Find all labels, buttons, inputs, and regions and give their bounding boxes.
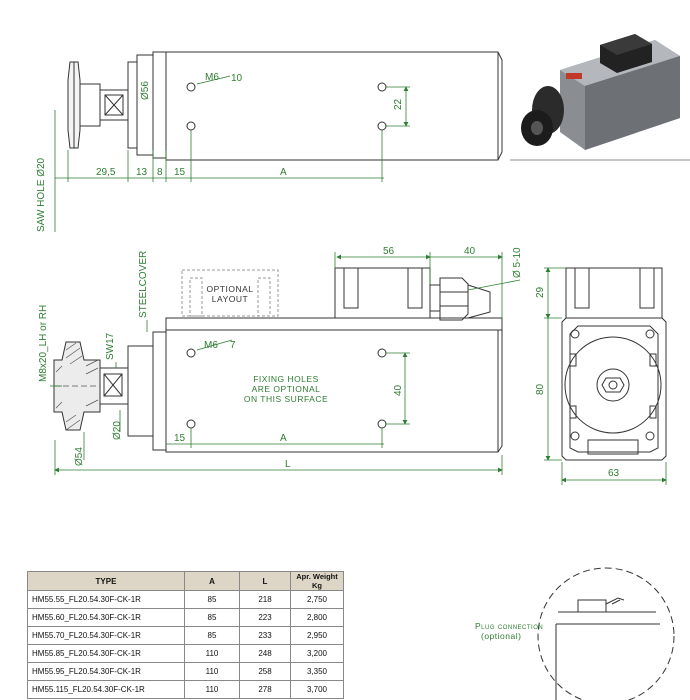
header-type: TYPE xyxy=(27,571,185,591)
cell-l: 218 xyxy=(239,590,291,609)
cell-weight: 2,950 xyxy=(290,626,344,645)
cell-l: 233 xyxy=(239,626,291,645)
sw17-label: SW17 xyxy=(105,332,116,360)
header-l: L xyxy=(239,571,291,591)
top-view-dimensions xyxy=(54,75,410,232)
dim-63-label: 63 xyxy=(608,468,620,479)
dim-15: 15 xyxy=(174,167,186,178)
thread-m6-label: M6 xyxy=(205,72,219,83)
dim-80-label: 80 xyxy=(535,383,546,395)
cell-a: 110 xyxy=(184,662,240,681)
cell-type: HM55.60_FL20.54.30F-CK-1R xyxy=(27,608,185,627)
optional-layout-label-2: LAYOUT xyxy=(212,294,248,304)
cell-weight: 3,200 xyxy=(290,644,344,663)
dim-40-label: 40 xyxy=(464,246,476,257)
dim-29-5: 29,5 xyxy=(96,167,116,178)
cell-weight: 2,800 xyxy=(290,608,344,627)
dim-29-label: 29 xyxy=(535,286,546,298)
thread-m6-side-label: M6 xyxy=(204,340,218,351)
cell-type: HM55.95_FL20.54.30F-CK-1R xyxy=(27,662,185,681)
fixing-note-1: FIXING HOLES xyxy=(253,374,319,384)
header-weight-line1: Apr. Weight xyxy=(296,572,338,581)
cell-type: HM55.115_FL20.54.30F-CK-1R xyxy=(27,680,185,699)
dim-a-top: A xyxy=(280,167,287,178)
header-a: A xyxy=(184,571,240,591)
table-row: HM55.95_FL20.54.30F-CK-1R 110 258 3,350 xyxy=(27,662,344,681)
thread-rh-label: M8x20_LH or RH xyxy=(38,305,49,382)
cell-weight: 3,700 xyxy=(290,680,344,699)
cell-a: 110 xyxy=(184,644,240,663)
fixing-note-2: ARE OPTIONAL xyxy=(252,384,321,394)
dim-56-label: 56 xyxy=(383,246,395,257)
plug-label-1: Plug connection xyxy=(475,621,543,631)
cell-type: HM55.55_FL20.54.30F-CK-1R xyxy=(27,590,185,609)
top-view-labels: Ø56 M6 10 22 SAW HOLE Ø20 29,5 13 8 15 A xyxy=(36,72,404,232)
spec-table: TYPE A L Apr. Weight Kg HM55.55_FL20.54.… xyxy=(27,571,344,699)
cell-type: HM55.70_FL20.54.30F-CK-1R xyxy=(27,626,185,645)
cell-l: 258 xyxy=(239,662,291,681)
dim-15-side: 15 xyxy=(174,433,186,444)
dia-5-10-label: Ø 5-10 xyxy=(512,247,523,278)
dim-8: 8 xyxy=(157,167,163,178)
end-view-labels: 29 80 63 xyxy=(535,286,620,479)
table-row: HM55.60_FL20.54.30F-CK-1R 85 223 2,800 xyxy=(27,608,344,627)
cell-a: 110 xyxy=(184,680,240,699)
header-weight-line2: Kg xyxy=(312,581,322,590)
thread-depth-side-label: 7 xyxy=(230,340,236,351)
table-header-row: TYPE A L Apr. Weight Kg xyxy=(27,571,344,591)
table-row: HM55.55_FL20.54.30F-CK-1R 85 218 2,750 xyxy=(27,590,344,609)
dim-a-side: A xyxy=(280,433,287,444)
cell-l: 248 xyxy=(239,644,291,663)
side-view-labels: 56 40 Ø 5-10 OPTIONAL LAYOUT STEELCOVER … xyxy=(38,246,523,470)
cell-a: 85 xyxy=(184,626,240,645)
cell-weight: 3,350 xyxy=(290,662,344,681)
dia-54-label: Ø54 xyxy=(74,447,85,466)
cell-l: 223 xyxy=(239,608,291,627)
fixing-note-3: ON THIS SURFACE xyxy=(244,394,328,404)
dim-l-label: L xyxy=(285,459,291,470)
cell-l: 278 xyxy=(239,680,291,699)
header-weight: Apr. Weight Kg xyxy=(290,571,344,591)
end-view xyxy=(561,267,667,461)
saw-hole-label: SAW HOLE Ø20 xyxy=(36,157,47,232)
plug-label-2: (optional) xyxy=(481,631,521,641)
optional-layout-label-1: OPTIONAL xyxy=(207,284,254,294)
cell-a: 85 xyxy=(184,608,240,627)
plug-detail: Plug connection (optional) xyxy=(475,567,675,700)
end-view-dimensions xyxy=(544,267,667,485)
side-view xyxy=(53,267,503,453)
dia-20-label: Ø20 xyxy=(112,421,123,440)
dia-56-label: Ø56 xyxy=(140,81,151,100)
thread-depth-label: 10 xyxy=(231,73,243,84)
top-view xyxy=(67,51,503,161)
table-row: HM55.85_FL20.54.30F-CK-1R 110 248 3,200 xyxy=(27,644,344,663)
product-render xyxy=(510,34,690,161)
table-row: HM55.70_FL20.54.30F-CK-1R 85 233 2,950 xyxy=(27,626,344,645)
cell-a: 85 xyxy=(184,590,240,609)
cell-weight: 2,750 xyxy=(290,590,344,609)
table-row: HM55.115_FL20.54.30F-CK-1R 110 278 3,700 xyxy=(27,680,344,699)
cell-type: HM55.85_FL20.54.30F-CK-1R xyxy=(27,644,185,663)
hole-spacing-40: 40 xyxy=(393,384,404,396)
hole-spacing-22: 22 xyxy=(393,98,404,110)
dim-13: 13 xyxy=(136,167,148,178)
side-view-dimensions xyxy=(50,252,521,475)
steel-cover-label: STEELCOVER xyxy=(138,251,149,318)
